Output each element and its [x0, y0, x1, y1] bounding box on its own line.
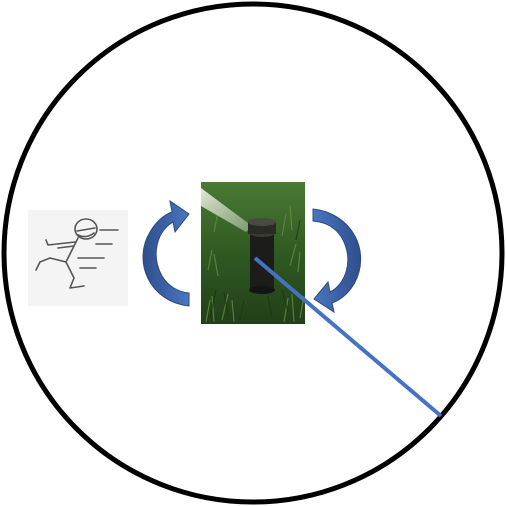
spray-radius-line — [253, 256, 443, 418]
rotation-arrow-up-left-icon — [142, 199, 190, 307]
sprinkler-photo-icon — [201, 182, 305, 324]
rotation-arrow-down-right-icon — [312, 208, 362, 314]
running-stick-figure-icon — [28, 210, 128, 306]
